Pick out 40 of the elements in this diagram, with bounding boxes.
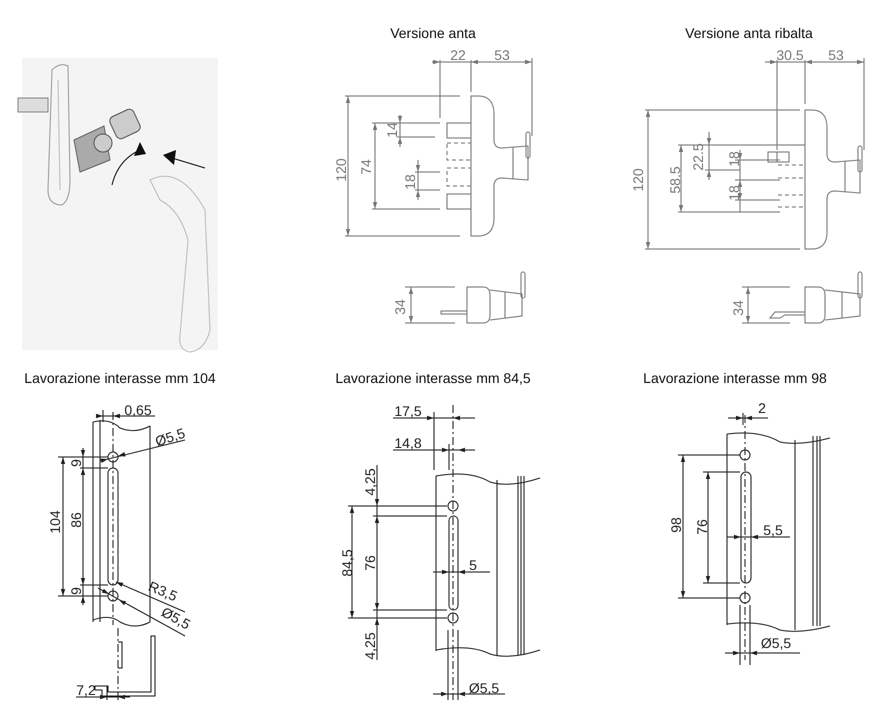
dimension-value: 86: [69, 512, 83, 528]
dimension-value: 53: [494, 48, 510, 62]
dimension-value: 4,25: [363, 632, 377, 660]
dimension-value: 9: [69, 587, 83, 595]
dimension-value: 14: [385, 122, 399, 138]
dimension-value: 18: [727, 151, 741, 167]
dimension-value: 22: [450, 48, 466, 62]
panel-title: Versione anta: [390, 26, 476, 40]
dimension-value: Ø5,5: [159, 604, 193, 632]
dimension-value: 5: [469, 558, 477, 572]
dimension-value: R3,5: [146, 578, 180, 604]
dimension-value: 58.5: [668, 166, 682, 194]
dimension-value: 17,5: [394, 404, 422, 418]
dimension-value: 104: [48, 510, 62, 534]
dimension-value: 120: [631, 168, 645, 192]
dimension-value: 9: [69, 459, 83, 467]
dimension-value: 76: [695, 519, 709, 535]
panel-title: Lavorazione interasse mm 104: [24, 371, 216, 385]
dimension-value: 98: [669, 517, 683, 533]
dimension-value: 7,2: [76, 683, 96, 697]
dimension-value: 18: [403, 174, 417, 190]
dimension-value: 34: [731, 300, 745, 316]
dimension-value: 14,8: [394, 436, 422, 450]
panel-title: Versione anta ribalta: [685, 26, 813, 40]
panel-title: Lavorazione interasse mm 98: [643, 371, 827, 385]
dimension-value: 30.5: [776, 48, 804, 62]
dimension-value: 120: [334, 158, 348, 182]
dimension-value: 34: [393, 299, 407, 315]
dimension-value: Ø5,5: [153, 426, 187, 448]
dimension-value: 53: [828, 48, 844, 62]
dimension-value: 0,65: [124, 403, 152, 417]
dimension-value: 5,5: [763, 523, 783, 537]
dimension-value: 74: [359, 159, 373, 175]
panel-title: Lavorazione interasse mm 84,5: [335, 371, 531, 385]
dimension-value: Ø5,5: [468, 681, 500, 695]
dimension-value: 2: [758, 401, 766, 415]
dimension-value: 18: [727, 185, 741, 201]
dimension-value: Ø5,5: [760, 636, 792, 650]
dimension-value: 4,25: [363, 468, 377, 496]
dimension-value: 76: [363, 555, 377, 571]
